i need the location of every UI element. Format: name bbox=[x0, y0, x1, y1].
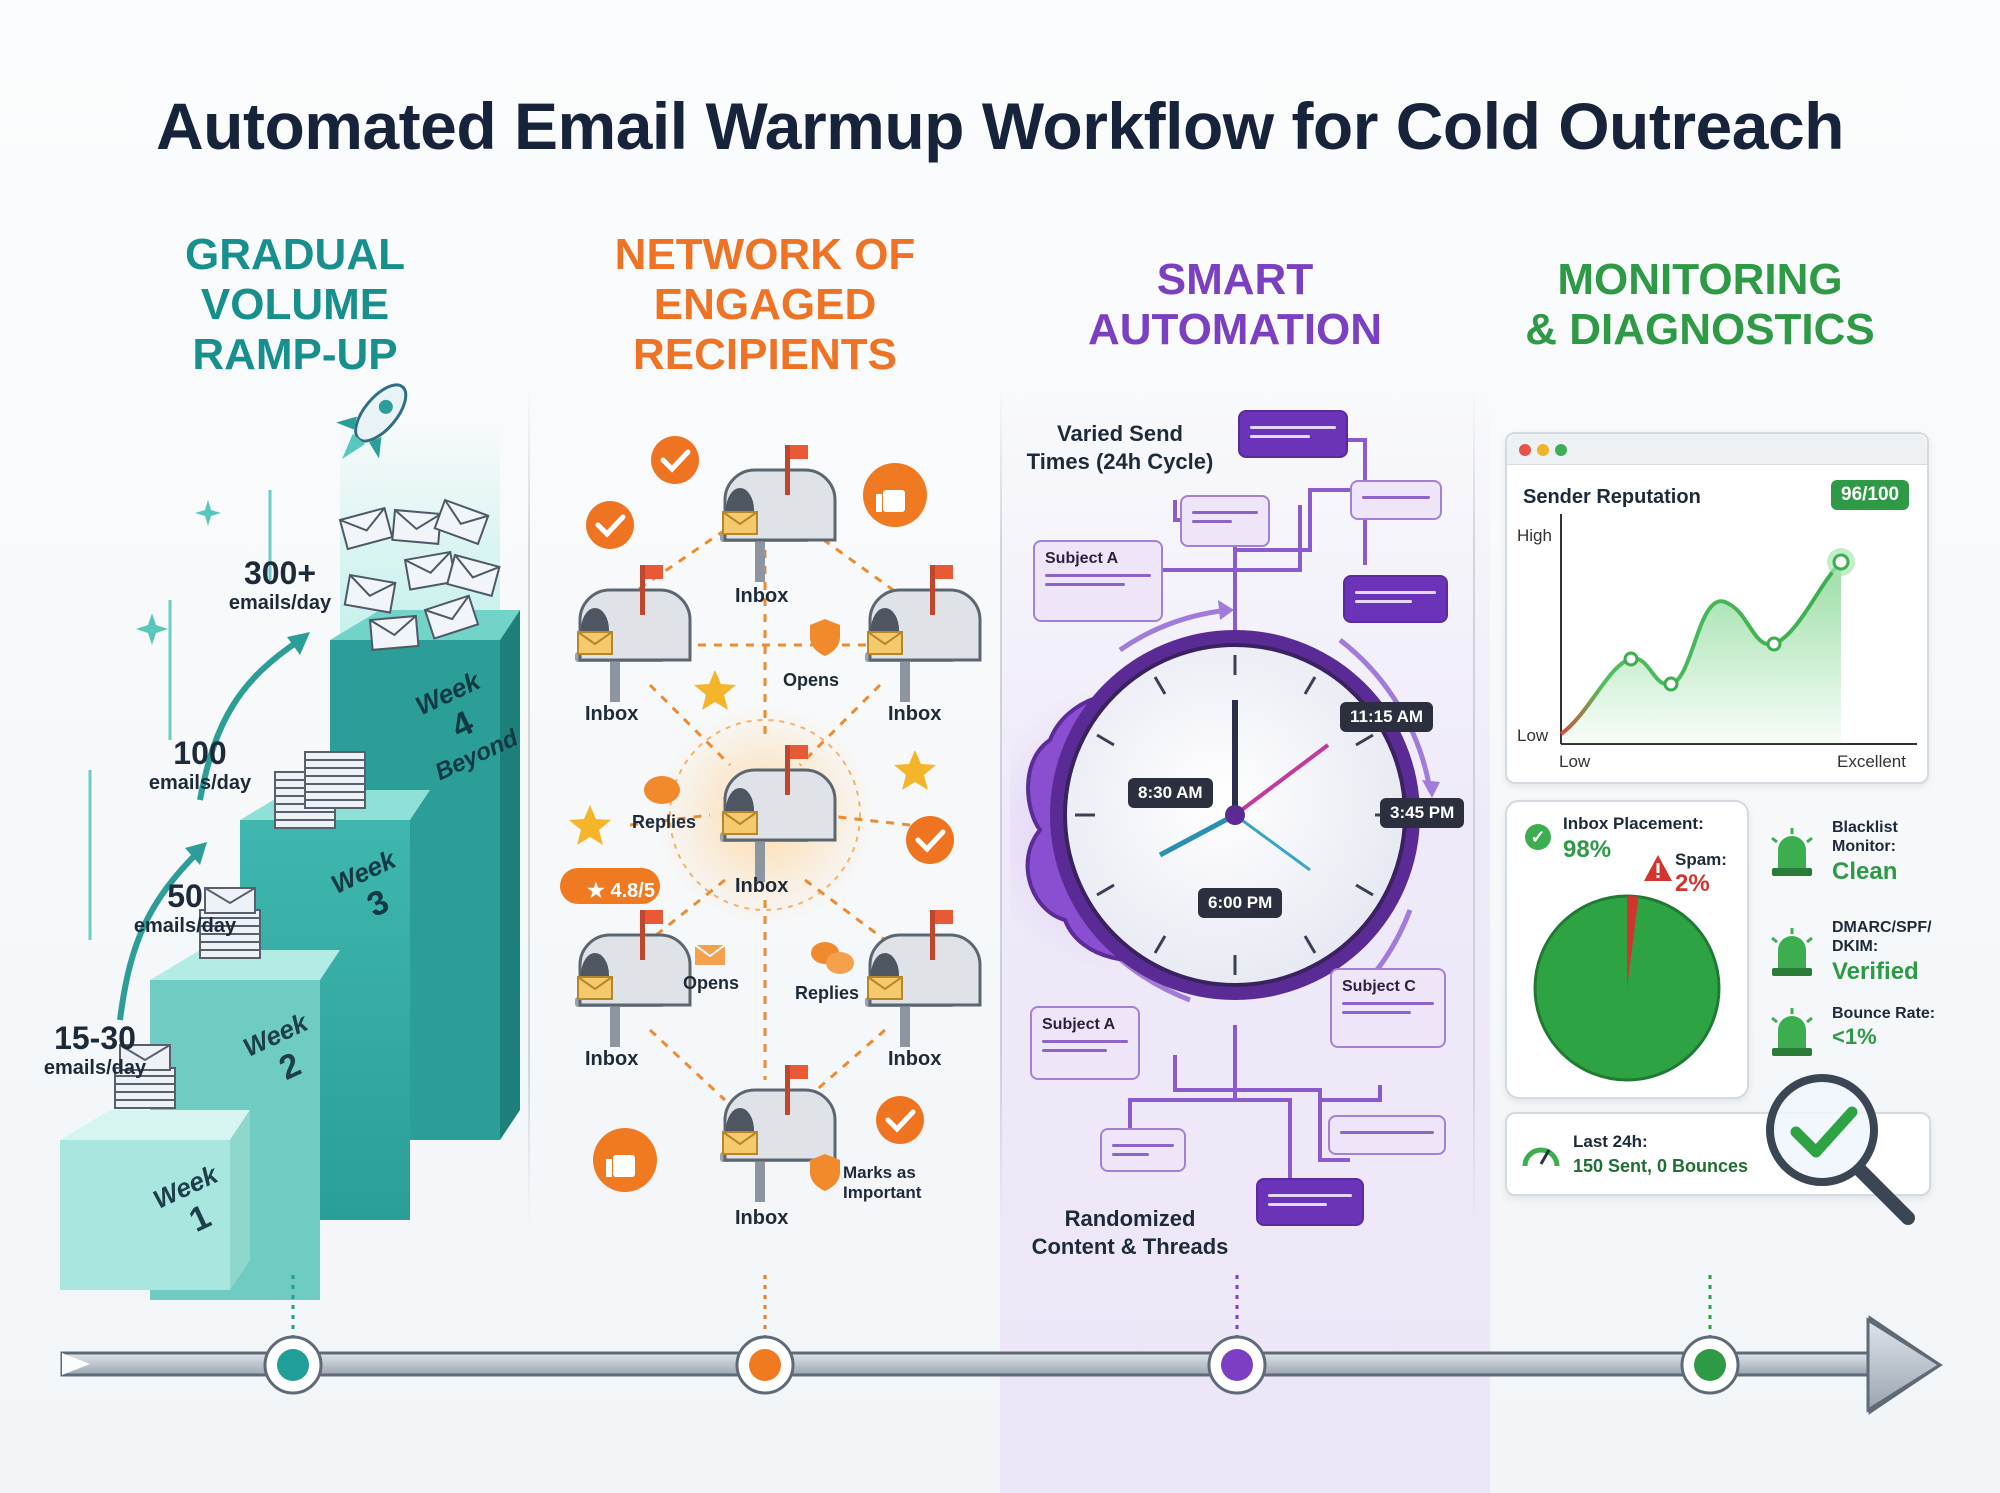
divider bbox=[528, 385, 530, 1225]
reputation-title: Sender Reputation bbox=[1523, 486, 1701, 508]
message-bubble bbox=[1180, 495, 1270, 547]
check-icon: ✓ bbox=[1525, 824, 1551, 850]
placement-pie bbox=[1533, 894, 1721, 1082]
opens-label-top: Opens bbox=[783, 670, 840, 690]
message-bubble bbox=[1100, 1128, 1186, 1172]
last24-label: Last 24h: bbox=[1573, 1132, 1648, 1151]
message-bubble bbox=[1328, 1115, 1446, 1155]
inbox-label-lower-right: Inbox bbox=[888, 1048, 942, 1070]
inbox-label-right: Inbox bbox=[888, 703, 942, 725]
step1-volume: 15-30 emails/day bbox=[43, 1020, 147, 1079]
inbox-label-bottom: Inbox bbox=[735, 1207, 789, 1229]
page-title: Automated Email Warmup Workflow for Cold… bbox=[156, 89, 1844, 163]
divider bbox=[1473, 385, 1475, 1225]
spam-slice bbox=[1627, 896, 1639, 988]
replies-label-right: Replies bbox=[795, 983, 860, 1003]
inbox-label-left: Inbox bbox=[585, 703, 639, 725]
status-list: Blacklist Monitor: Clean DMARC/SPF/ DKIM… bbox=[1768, 818, 1938, 1084]
reputation-chart bbox=[1559, 514, 1917, 745]
gauge-icon bbox=[1522, 1147, 1560, 1167]
step2-volume: 50 emails/day bbox=[133, 878, 237, 937]
reputation-window: Sender Reputation 96/100 High Low Low Ex… bbox=[1505, 432, 1929, 784]
y-axis-low: Low bbox=[1517, 726, 1549, 745]
message-bubble bbox=[1350, 480, 1442, 520]
inbox-label-center: Inbox bbox=[735, 875, 789, 897]
randomized-content-label: Randomized Content & Threads bbox=[1031, 1206, 1229, 1259]
window-titlebar bbox=[1507, 434, 1927, 465]
message-bubble bbox=[1343, 575, 1448, 623]
spam-label: Spam: bbox=[1675, 850, 1727, 869]
send-times-label: Varied Send Times (24h Cycle) bbox=[1026, 421, 1214, 474]
inbox-label-lower-left: Inbox bbox=[585, 1048, 639, 1070]
x-axis-high: Excellent bbox=[1837, 752, 1906, 771]
status-item: Blacklist Monitor: Clean bbox=[1768, 818, 1938, 918]
green-beacon-icon bbox=[1771, 928, 1813, 976]
message-bubble bbox=[1256, 1178, 1364, 1226]
spam-value: 2% bbox=[1675, 870, 1710, 897]
subject-bubble: Subject C bbox=[1330, 968, 1446, 1048]
time-chip: 3:45 PM bbox=[1380, 798, 1465, 828]
green-beacon-icon bbox=[1771, 828, 1813, 876]
replies-label-left: Replies bbox=[632, 812, 697, 832]
subject-bubble: Subject A bbox=[1033, 540, 1163, 622]
subject-bubble: Subject A bbox=[1030, 1006, 1140, 1080]
divider bbox=[1000, 385, 1002, 1225]
heading-monitoring: MONITORING & DIAGNOSTICS bbox=[1525, 255, 1875, 354]
status-item: Bounce Rate: <1% bbox=[1768, 1004, 1938, 1084]
heading-network: NETWORK OF ENGAGED RECIPIENTS bbox=[614, 230, 916, 379]
status-value: Verified bbox=[1832, 958, 1919, 985]
warning-icon bbox=[1644, 855, 1672, 881]
placement-value: 98% bbox=[1563, 836, 1612, 863]
inbox-label-top: Inbox bbox=[735, 585, 789, 607]
placement-label: Inbox Placement: bbox=[1563, 814, 1704, 833]
step3-volume: 100 emails/day bbox=[148, 735, 252, 794]
time-chip: 8:30 AM bbox=[1128, 778, 1213, 808]
magnifier-icon bbox=[1766, 1074, 1915, 1225]
recipient-network bbox=[560, 436, 982, 1204]
status-item: DMARC/SPF/ DKIM: Verified bbox=[1768, 918, 1938, 1004]
progress-timeline bbox=[60, 1275, 1943, 1415]
important-label: Marks as Important bbox=[843, 1163, 922, 1202]
placement-card: ✓ Inbox Placement: 98% Spam: 2% bbox=[1505, 800, 1749, 1099]
opens-label-bottom: Opens bbox=[683, 973, 740, 993]
y-axis-high: High bbox=[1517, 526, 1552, 545]
time-chip: 6:00 PM bbox=[1198, 888, 1283, 918]
heading-automation: SMART AUTOMATION bbox=[1087, 255, 1383, 354]
time-chip: 11:15 AM bbox=[1340, 702, 1434, 732]
flying-envelopes bbox=[338, 498, 501, 651]
message-bubble bbox=[1238, 410, 1348, 458]
status-value: <1% bbox=[1832, 1024, 1877, 1049]
green-beacon-icon bbox=[1771, 1008, 1813, 1056]
rating-badge: ★ 4.8/5 bbox=[587, 880, 655, 902]
ramp-staircase bbox=[60, 383, 520, 1300]
email-stacks bbox=[114, 751, 366, 1109]
last24-value: 150 Sent, 0 Bounces bbox=[1573, 1156, 1749, 1176]
step4-volume: 300+ emails/day bbox=[228, 555, 332, 614]
heading-rampup: GRADUAL VOLUME RAMP-UP bbox=[185, 230, 405, 379]
status-value: Clean bbox=[1832, 858, 1898, 885]
reputation-score: 96/100 bbox=[1831, 480, 1910, 510]
x-axis-low: Low bbox=[1559, 752, 1591, 771]
